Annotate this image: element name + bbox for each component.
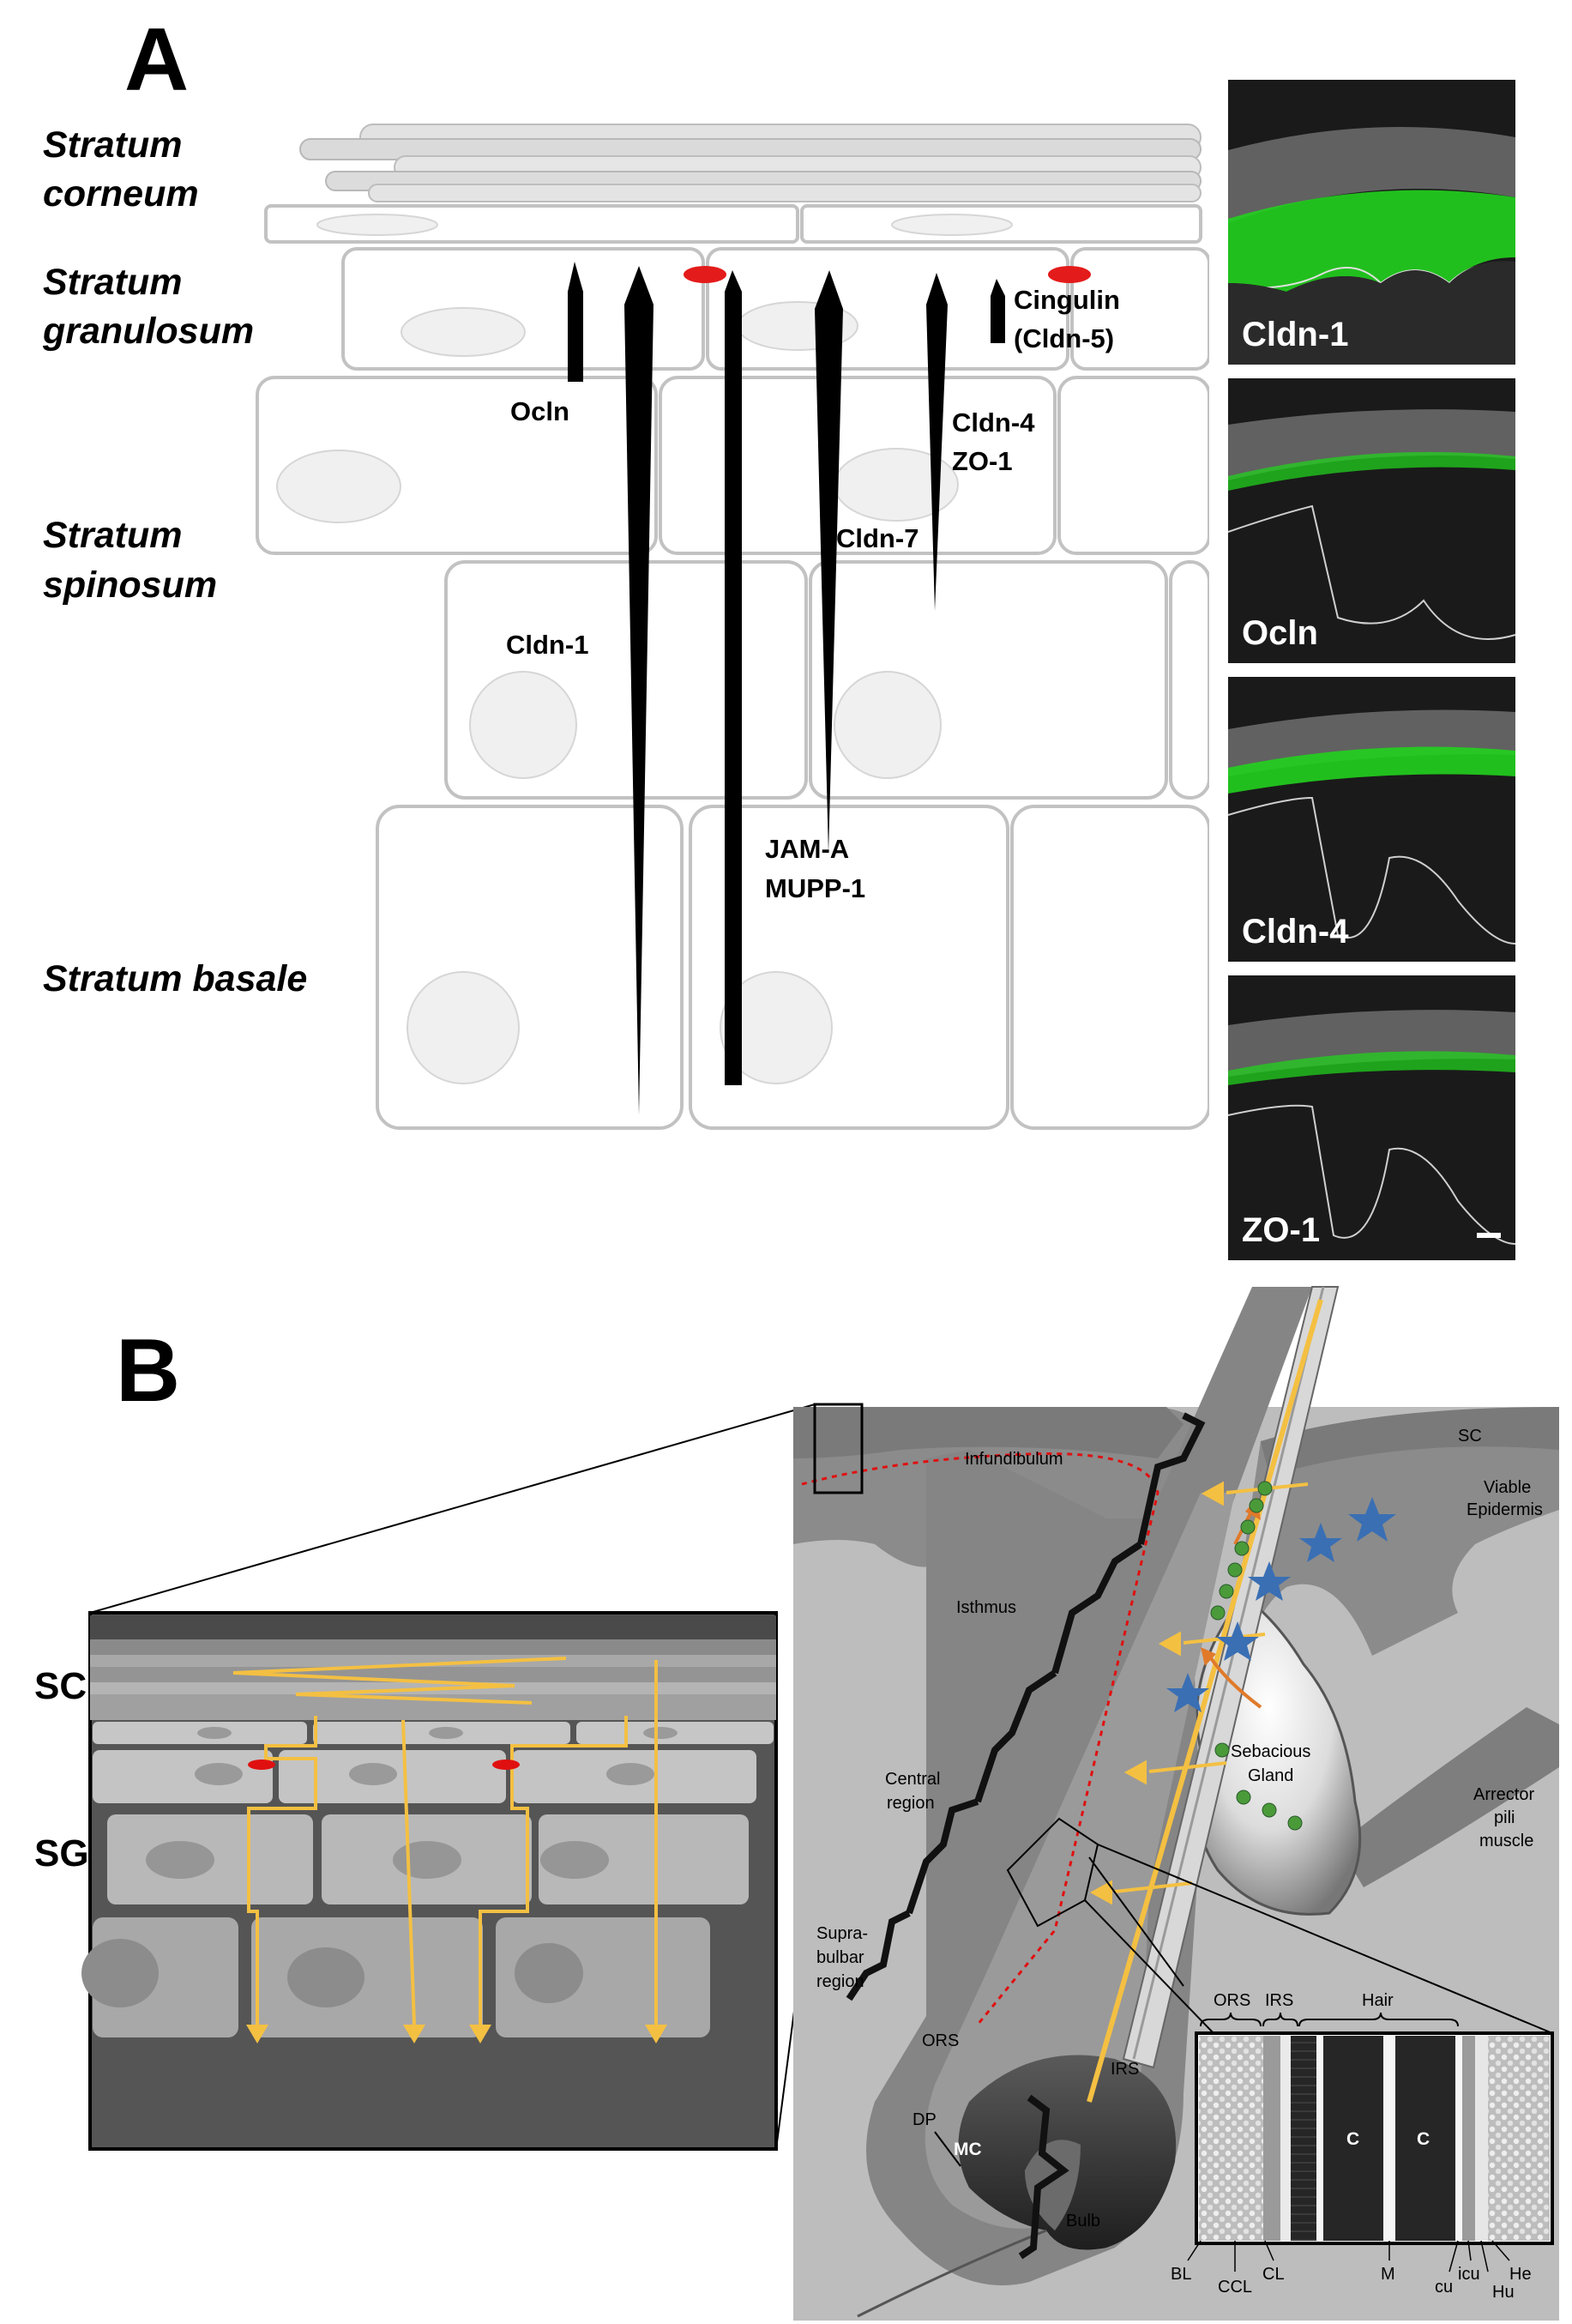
micrograph-label-cldn1: Cldn-1 (1242, 316, 1348, 353)
stratum-inset (81, 1611, 778, 2151)
inset-label-ors: ORS (1214, 1991, 1250, 2010)
basale-cells (376, 805, 1211, 1130)
inset-label-hair: Hair (1362, 1991, 1394, 2010)
cldn7-wedge (815, 270, 843, 854)
inset-label-bl: BL (1171, 2265, 1191, 2284)
label-sg: SG (34, 1832, 89, 1874)
scale-bar (1477, 1233, 1501, 1238)
tight-junction-marker (684, 266, 726, 283)
cldn1-wedge (624, 266, 653, 1115)
arrowheads (246, 2025, 667, 2043)
inset-label-m: M (1381, 2265, 1395, 2284)
micrograph-cldn4: Cldn-4 (1227, 677, 1516, 962)
label-spinosum-1: Stratum (43, 515, 182, 556)
zoom-source-box (813, 1403, 864, 1494)
label-arrector-1: Arrector (1473, 1785, 1534, 1804)
label-viable-2: Epidermis (1467, 1500, 1543, 1519)
spinosum-cells (256, 376, 1211, 800)
label-mc: MC (954, 2140, 982, 2159)
panel-b: B (34, 1286, 1559, 2321)
label-granulosum-2: granulosum (42, 311, 254, 352)
inset-label-cl: CL (1262, 2265, 1285, 2284)
micrograph-label-zo1: ZO-1 (1242, 1211, 1320, 1249)
hair-follicle-panel (793, 1286, 1559, 2321)
micrograph-label-cldn4: Cldn-4 (1242, 913, 1349, 951)
label-supra-3: region (816, 1972, 864, 1991)
region-brackets (846, 1412, 1206, 2260)
ocln-wedge (568, 262, 583, 382)
label-viable-1: Viable (1484, 1478, 1531, 1497)
label-sebaceous-1: Sebacious (1231, 1742, 1310, 1761)
label-sc: SC (34, 1665, 87, 1707)
protein-wedges (568, 262, 1005, 1115)
inset-label-ccl: CCL (1218, 2278, 1252, 2297)
stars (1166, 1497, 1396, 1712)
label-jama: JAM-A (765, 834, 849, 864)
label-spinosum-2: spinosum (43, 564, 217, 606)
label-cingulin: Cingulin (1014, 285, 1120, 315)
droplets (1210, 1481, 1303, 1831)
label-irs: IRS (1111, 2060, 1139, 2079)
hair-cross-section-inset: ORS IRS Hair C C BL CCL CL M cu icu He (1171, 1991, 1554, 2302)
inset-label-c2: C (1417, 2129, 1430, 2149)
label-granulosum-1: Stratum (43, 262, 182, 303)
label-mupp1: MUPP-1 (765, 873, 865, 903)
label-dp: DP (912, 2110, 937, 2129)
inset-label-irs: IRS (1265, 1991, 1293, 2010)
label-sc-region: SC (1458, 1427, 1482, 1446)
micrograph-cldn1: Cldn-1 (1227, 80, 1516, 365)
label-corneum-1: Stratum (43, 124, 182, 166)
label-cldn5: (Cldn-5) (1014, 323, 1114, 353)
jama-mupp1-bar (725, 270, 742, 1085)
label-bulb: Bulb (1066, 2212, 1100, 2230)
cldn4-zo1-wedge (926, 273, 948, 611)
cingulin-wedge (991, 279, 1005, 343)
penetration-paths (232, 1657, 658, 2033)
label-zo1: ZO-1 (952, 446, 1013, 476)
label-supra-2: bulbar (816, 1948, 864, 1967)
panel-b-letter: B (116, 1321, 180, 1421)
label-basale: Stratum basale (43, 958, 307, 999)
corneum-layers (264, 124, 1202, 244)
label-cldn4: Cldn-4 (952, 407, 1035, 438)
inset-label-cu: cu (1435, 2278, 1453, 2297)
micrograph-ocln: Ocln (1227, 378, 1516, 663)
inset-label-hu: Hu (1492, 2283, 1515, 2302)
label-corneum-2: corneum (43, 173, 199, 214)
label-supra-1: Supra- (816, 1924, 868, 1943)
inset-label-he: He (1509, 2265, 1532, 2284)
label-arrector-2: pili (1494, 1808, 1515, 1827)
granulosum-cells (341, 247, 1211, 371)
inset-label-c1: C (1346, 2129, 1359, 2149)
label-arrector-3: muscle (1479, 1832, 1533, 1850)
micrograph-zo1: ZO-1 (1227, 975, 1516, 1260)
label-sebaceous-2: Gland (1248, 1766, 1293, 1785)
label-cldn1: Cldn-1 (506, 630, 588, 660)
inset-label-icu: icu (1458, 2265, 1480, 2284)
panel-a: A (42, 10, 1572, 1270)
label-isthmus: Isthmus (956, 1598, 1016, 1617)
panel-a-letter: A (124, 10, 189, 110)
label-infundibulum: Infundibulum (965, 1450, 1063, 1469)
label-cldn7: Cldn-7 (836, 523, 919, 553)
label-ocln: Ocln (510, 396, 569, 426)
tight-junction-marker (1048, 266, 1091, 283)
label-central-2: region (887, 1794, 935, 1813)
micrograph-label-ocln: Ocln (1242, 614, 1318, 652)
label-ors: ORS (922, 2031, 959, 2050)
label-central-1: Central (885, 1770, 940, 1789)
